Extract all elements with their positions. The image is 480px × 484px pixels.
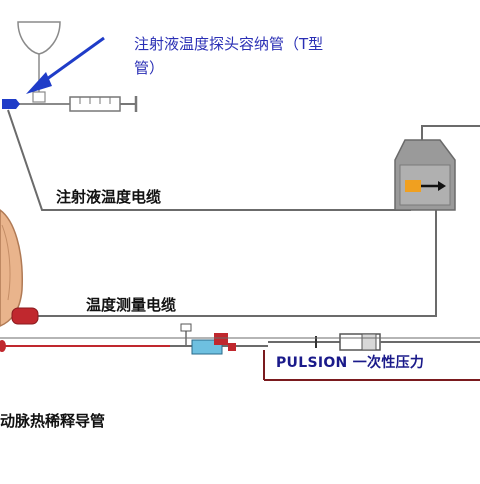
tube-label-line2: 管） xyxy=(134,59,165,77)
hand-icon xyxy=(0,209,23,327)
temp-cable-label: 温度测量电缆 xyxy=(86,296,177,314)
pulsion-label: PULSION 一次性压力 xyxy=(276,355,425,371)
stopcock-icon xyxy=(170,323,268,355)
artery-catheter-label: 动脉热稀释导管 xyxy=(0,412,106,430)
pointer-arrow-icon xyxy=(26,36,105,94)
tube-label-line1: 注射液温度探头容纳管（T型 xyxy=(134,35,324,53)
syringe-icon xyxy=(69,96,138,112)
iv-bag-icon xyxy=(17,21,61,103)
pressure-transducer-icon xyxy=(268,333,480,351)
injectate-cable-label: 注射液温度电缆 xyxy=(56,188,162,206)
monitor-module-icon xyxy=(394,139,456,211)
